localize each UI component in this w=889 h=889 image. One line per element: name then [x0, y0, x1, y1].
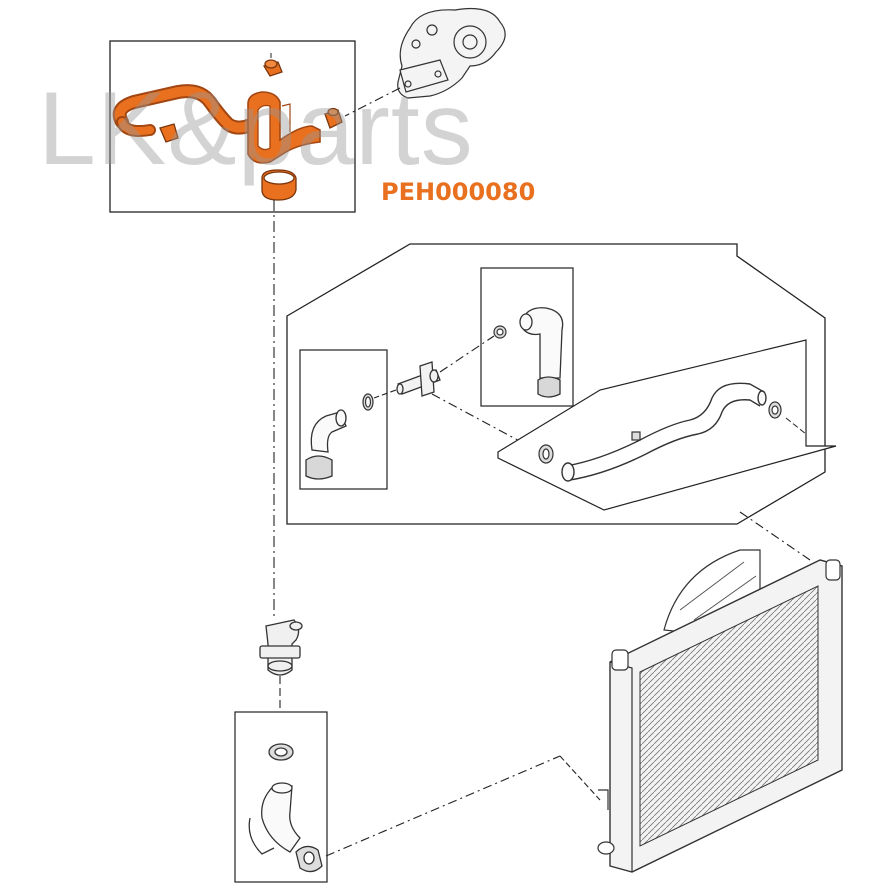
leader-tee-to-left: [373, 389, 397, 399]
hose-clamp-icon: [159, 59, 343, 201]
radiator-icon: [597, 549, 843, 873]
leader-pump-to-pipe: [344, 87, 401, 117]
hose-clamp-icon: [362, 393, 374, 411]
leader-lower-to-radiator: [739, 511, 811, 561]
leader-bottom-to-radiator-2: [559, 755, 601, 801]
heater-pipe-icon: [112, 84, 321, 164]
center-hose-assembly-frame: [286, 243, 826, 525]
hose-clamp-icon: [268, 743, 323, 873]
elbow-hose-icon: [519, 307, 564, 398]
leader-bottom-to-radiator: [325, 755, 561, 857]
elbow-hose-icon: [248, 782, 301, 855]
t-piece-icon: [396, 361, 441, 397]
hose-clamp-icon: [538, 401, 782, 464]
expansion-valve-icon: [259, 619, 303, 676]
long-hose-icon: [561, 382, 767, 482]
lower-hose-detail-frame: [497, 339, 837, 511]
highlighted-part-frame: [109, 40, 356, 213]
water-pump-icon: [397, 7, 506, 99]
elbow-hose-icon: [305, 409, 347, 480]
leader-tee-to-upper: [439, 335, 495, 373]
leader-lower-right: [785, 417, 807, 435]
part-number-label: PEH000080: [381, 178, 536, 206]
hose-clamp-icon: [493, 325, 507, 339]
